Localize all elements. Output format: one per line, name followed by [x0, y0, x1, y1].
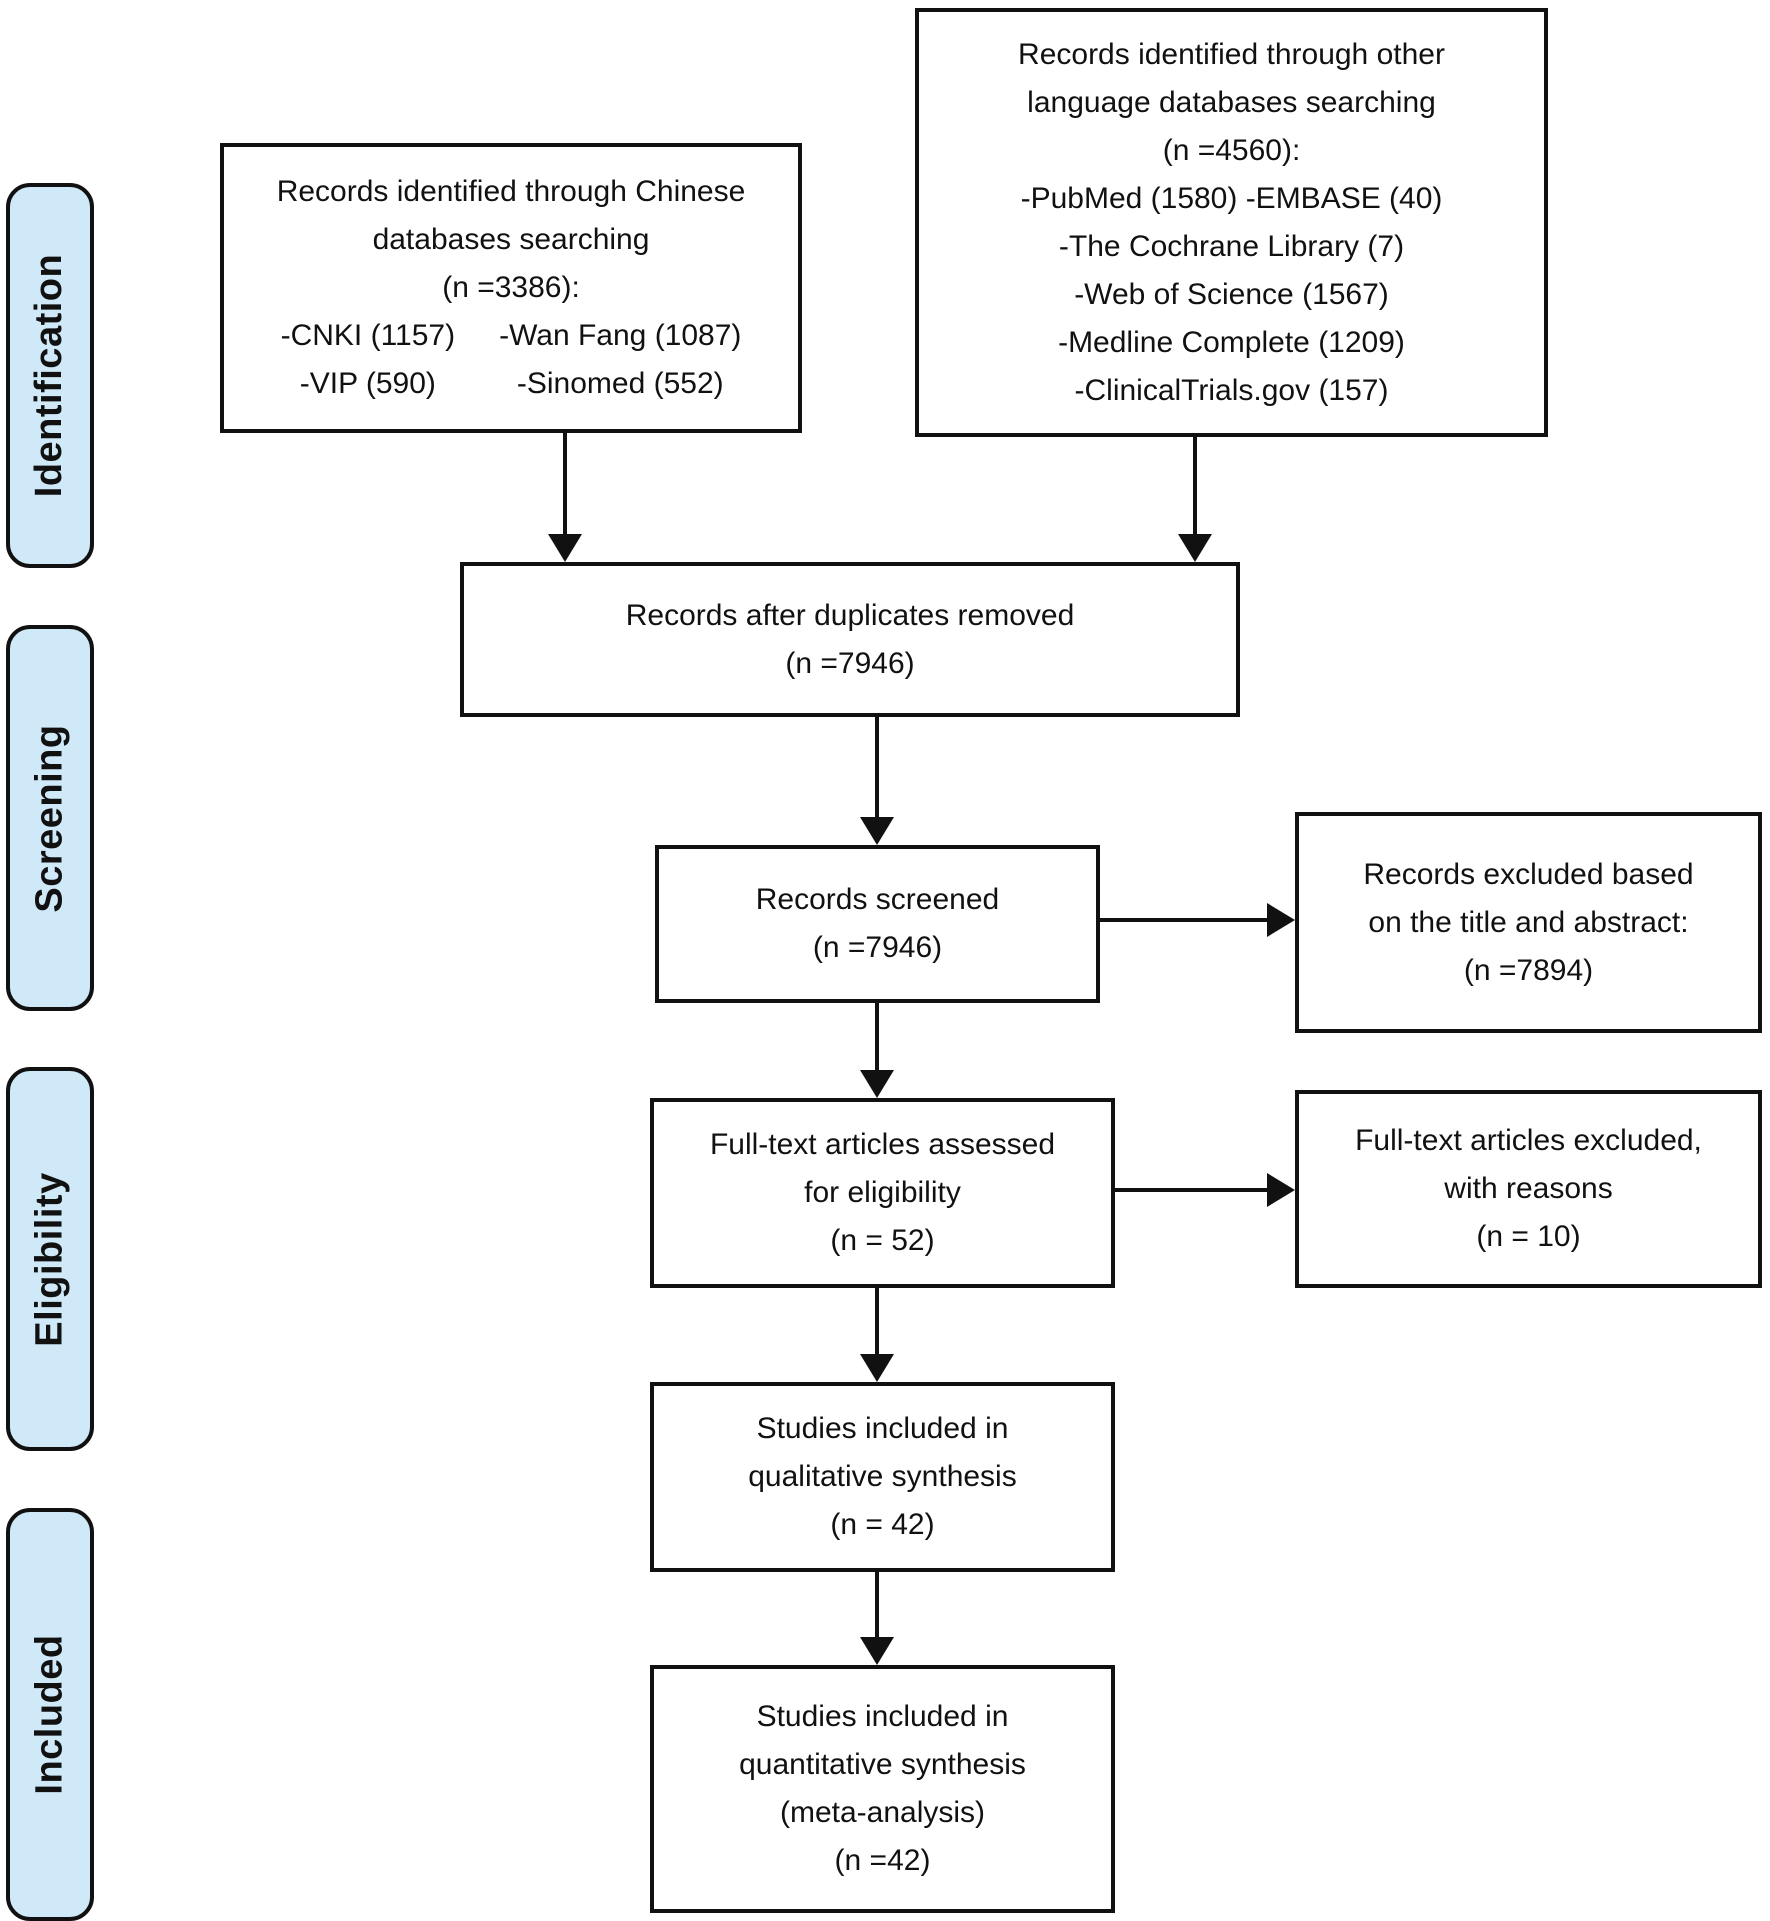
stage-label-screening: Screening	[6, 625, 94, 1011]
text-line: quantitative synthesis	[739, 1748, 1026, 1781]
text-line: Full-text articles excluded,	[1355, 1124, 1702, 1157]
fulltext-assessed-box: Full-text articles assessed for eligibil…	[650, 1098, 1115, 1288]
text-line: databases searching	[372, 223, 650, 256]
stage-label-text: Included	[28, 1634, 71, 1795]
text-line: -PubMed (1580) -EMBASE (40)	[1020, 181, 1443, 215]
text-line: (meta-analysis)	[779, 1796, 986, 1829]
text-line: (n =3386):	[442, 271, 580, 304]
stage-label-identification: Identification	[6, 183, 94, 568]
text-line: (n =7946)	[785, 646, 915, 680]
text-line: Studies included in	[756, 1412, 1009, 1445]
text-line: for eligibility	[804, 1176, 961, 1209]
database-columns: -CNKI (1157) -VIP (590) -Wan Fang (1087)…	[281, 312, 742, 408]
stage-label-text: Identification	[28, 253, 71, 498]
arrow-qualitative-to-quantitative-head	[860, 1637, 894, 1665]
text-line: Studies included in	[756, 1700, 1009, 1733]
arrow-qualitative-to-quantitative-shaft	[875, 1572, 879, 1637]
text-line: (n = 42)	[830, 1508, 935, 1541]
text-line: on the title and abstract:	[1368, 905, 1689, 939]
text-line: (n =7894)	[1463, 953, 1594, 987]
text-line: -Web of Science (1567)	[1074, 277, 1389, 311]
text-line: (n =7946)	[812, 931, 943, 964]
quantitative-synthesis-box: Studies included in quantitative synthes…	[650, 1665, 1115, 1913]
text-line: Records excluded based	[1363, 857, 1694, 891]
stage-label-text: Eligibility	[28, 1171, 71, 1347]
text-line: Full-text articles assessed	[709, 1128, 1056, 1161]
fulltext-excluded-box: Full-text articles excluded, with reason…	[1295, 1090, 1762, 1288]
arrow-fulltext-to-qualitative-head	[860, 1354, 894, 1382]
text-line: (n =42)	[834, 1844, 931, 1877]
text-line: -CNKI (1157)	[280, 319, 456, 352]
arrow-other-to-duplicates-shaft	[1193, 433, 1197, 534]
text-line: (n = 10)	[1476, 1220, 1581, 1253]
qualitative-synthesis-box: Studies included in qualitative synthesi…	[650, 1382, 1115, 1572]
text-line: -Sinomed (552)	[516, 367, 724, 400]
text-line: Records identified through other	[1018, 37, 1445, 71]
text-line: Records identified through Chinese	[276, 175, 746, 208]
text-line: -ClinicalTrials.gov (157)	[1074, 373, 1389, 407]
arrow-chinese-to-duplicates-shaft	[563, 433, 567, 534]
arrow-screened-to-excluded-head	[1267, 903, 1295, 937]
stage-label-eligibility: Eligibility	[6, 1067, 94, 1451]
stage-label-text: Screening	[28, 723, 71, 913]
text-line: -Wan Fang (1087)	[499, 319, 742, 352]
text-line: -VIP (590)	[299, 367, 436, 400]
arrow-duplicates-to-screened-shaft	[875, 717, 879, 817]
arrow-duplicates-to-screened-head	[860, 817, 894, 845]
arrow-screened-to-fulltext-head	[860, 1070, 894, 1098]
text-line: Records after duplicates removed	[625, 598, 1075, 632]
database-column-right: -Wan Fang (1087) -Sinomed (552)	[499, 312, 741, 408]
arrow-screened-to-fulltext-shaft	[875, 1003, 879, 1070]
text-line: language databases searching	[1027, 85, 1436, 119]
text-line: -Medline Complete (1209)	[1058, 325, 1405, 359]
text-line: qualitative synthesis	[748, 1460, 1017, 1493]
arrow-fulltext-to-excluded-shaft	[1115, 1188, 1267, 1192]
text-line: with reasons	[1444, 1172, 1613, 1205]
text-line: (n = 52)	[830, 1224, 935, 1257]
chinese-databases-box: Records identified through Chinese datab…	[220, 143, 802, 433]
arrow-chinese-to-duplicates-head	[548, 534, 582, 562]
text-line: (n =4560):	[1162, 133, 1301, 167]
duplicates-removed-box: Records after duplicates removed (n =794…	[460, 562, 1240, 717]
text-line: -The Cochrane Library (7)	[1058, 229, 1405, 263]
stage-label-included: Included	[6, 1508, 94, 1921]
arrow-fulltext-to-qualitative-shaft	[875, 1288, 879, 1354]
text-line: Records screened	[755, 883, 1000, 916]
database-column-left: -CNKI (1157) -VIP (590)	[281, 312, 456, 408]
arrow-screened-to-excluded-shaft	[1100, 918, 1267, 922]
arrow-fulltext-to-excluded-head	[1267, 1173, 1295, 1207]
arrow-other-to-duplicates-head	[1178, 534, 1212, 562]
records-excluded-box: Records excluded based on the title and …	[1295, 812, 1762, 1033]
other-databases-box: Records identified through other languag…	[915, 8, 1548, 437]
records-screened-box: Records screened (n =7946)	[655, 845, 1100, 1003]
